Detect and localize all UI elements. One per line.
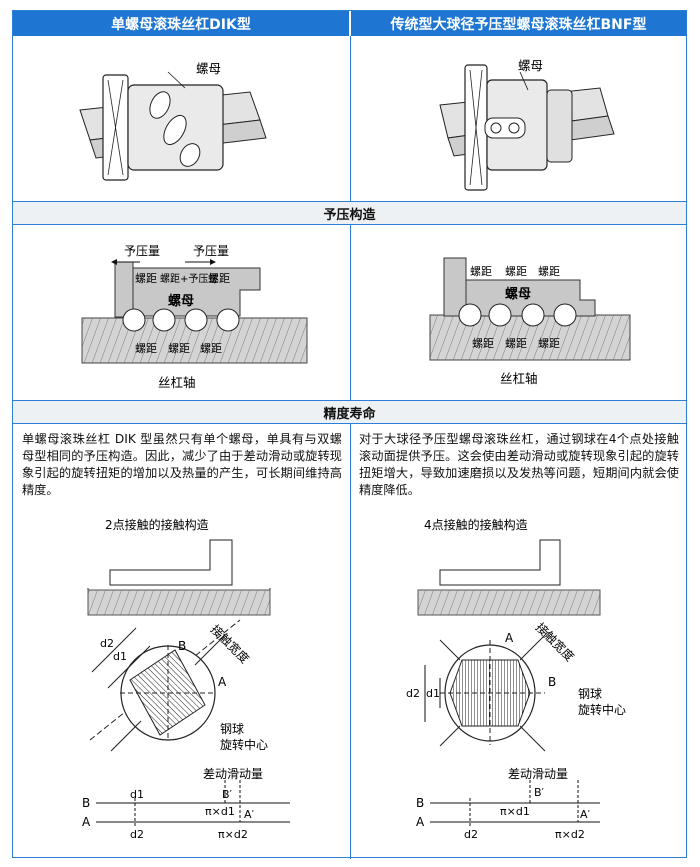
line-a-left: A [82,815,91,829]
line-b-left: B [82,796,90,810]
nut-label-preload-left: 螺母 [168,293,194,309]
pitch-top-left-2: 螺距+予压量 [160,273,218,285]
b-prime-left: B′ [222,788,233,801]
pitch-top-left-1: 螺距 [135,272,157,285]
label-b-right: B [548,675,556,689]
ball-label-left: 钢球 [220,722,244,736]
pi-d1-right: π×d1 [500,805,530,818]
rotation-center-right: 旋转中心 [578,702,626,717]
bnf-nut-label: 螺母 [518,58,543,73]
two-point-caption: 2点接触的接触构造 [105,517,209,532]
label-a-right: A [505,631,514,645]
d2-right: d2 [406,687,420,700]
b-prime-right: B′ [534,786,545,799]
preload-left-drawing [81,259,308,364]
pitch-bottom-right-1: 螺距 [472,337,494,350]
preload-left-label-1: 予压量 [124,244,160,258]
preload-left-label-2: 予压量 [193,244,229,258]
diff-slip-left: 差动滑动量 [203,767,263,781]
dik-nut-drawing [79,71,267,181]
d2-line-right: d2 [464,828,478,841]
d1-line-left: d1 [130,788,144,801]
shaft-label-left: 丝杠轴 [158,375,196,390]
pitch-top-left-3: 螺距 [208,272,230,285]
ball-label-right: 钢球 [578,687,602,701]
pi-d2-left: π×d2 [218,828,248,841]
spec-panel: 单螺母滚珠丝杠DIK型 传统型大球径予压型螺母滚珠丝杠BNF型 予压构造 精度寿… [12,10,687,859]
contact-width-left: 接触宽度 [208,622,253,667]
left-description: 单螺母滚珠丝杠 DIK 型虽然只有单个螺母，单具有与双螺母型相同的予压构造。因此… [22,432,342,497]
pitch-bottom-left-1: 螺距 [135,342,157,355]
dik-nut-label: 螺母 [196,61,221,76]
a-prime-right: A′ [580,808,591,821]
contact-width-right: 接触宽度 [533,620,578,665]
pitch-bottom-left-2: 螺距 [168,342,190,355]
line-a-right: A [416,815,425,829]
d2-line-left: d2 [130,828,144,841]
four-point-caption: 4点接触的接触构造 [424,517,528,532]
preload-right-drawing [429,257,631,361]
header-left-title: 单螺母滚珠丝杠DIK型 [13,11,349,36]
line-b-right: B [416,796,424,810]
pitch-bottom-right-3: 螺距 [538,337,560,350]
d2-left: d2 [100,637,114,650]
header-right-title: 传统型大球径予压型螺母滚珠丝杠BNF型 [351,11,686,36]
divider-mid [350,225,351,400]
d1-right: d1 [426,687,440,700]
pi-d2-right: π×d2 [555,828,585,841]
shaft-label-right: 丝杠轴 [500,371,538,386]
header-gap [349,11,350,13]
nut-label-preload-right: 螺母 [505,286,531,302]
divider-bottom [350,424,351,859]
two-point-contact-drawing [87,539,271,752]
label-a-left: A [218,675,227,689]
pitch-top-right-1: 螺距 [470,265,492,278]
slip-lines-right [430,780,600,827]
section-title-preload: 予压构造 [13,201,686,225]
diff-slip-right: 差动滑动量 [508,767,568,781]
right-description: 对于大球径予压型螺母滚珠丝杠，通过钢球在4个点处接触滚动面提供予压。这会使由差动… [359,432,679,497]
section-title-life: 精度寿命 [13,400,686,424]
pitch-top-right-3: 螺距 [538,265,560,278]
pitch-bottom-right-2: 螺距 [505,337,527,350]
rotation-center-left: 旋转中心 [220,737,268,752]
label-b-left: B [178,639,186,653]
pitch-top-right-2: 螺距 [505,265,527,278]
a-prime-left: A′ [244,808,255,821]
slip-lines-left [96,780,290,827]
bnf-nut-drawing [439,64,615,191]
divider-top [350,36,351,201]
four-point-contact-drawing [417,539,601,752]
d1-left: d1 [113,650,127,663]
pitch-bottom-left-3: 螺距 [200,342,222,355]
pi-d1-left: π×d1 [205,805,235,818]
